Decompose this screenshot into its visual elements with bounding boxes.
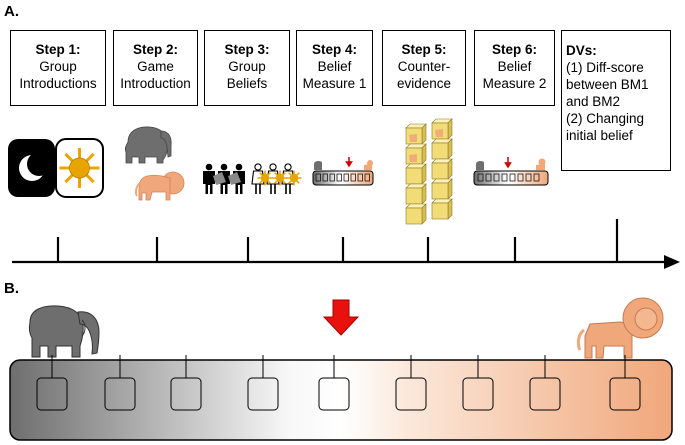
step-5-box: Step 5: Counter- evidence xyxy=(382,30,466,106)
dvs-line-5: initial belief xyxy=(566,128,633,143)
timeline xyxy=(12,219,668,264)
step-2-line-1: Game xyxy=(137,59,174,74)
moon-icon xyxy=(8,139,55,197)
counter-evidence-blocks xyxy=(405,118,453,225)
lion-icon xyxy=(576,297,664,359)
step-3-box: Step 3: Group Beliefs xyxy=(204,30,290,106)
step-4-box: Step 4: Belief Measure 1 xyxy=(296,30,373,106)
step-5-title: Step 5: xyxy=(401,42,447,57)
red-down-arrow-icon xyxy=(322,299,360,336)
sun-icon xyxy=(55,138,104,198)
lion-icon xyxy=(135,171,185,201)
belief-measure-2-scale xyxy=(473,157,549,186)
step-2-box: Step 2: Game Introduction xyxy=(113,30,198,106)
dvs-title: DVs: xyxy=(566,43,597,58)
step-3-title: Step 3: xyxy=(224,42,270,57)
step-4-line-2: Measure 1 xyxy=(302,76,367,91)
step-6-line-2: Measure 2 xyxy=(482,76,547,91)
step-1-box: Step 1: Group Introductions xyxy=(10,30,106,106)
dvs-line-4: (2) Changing xyxy=(566,111,645,126)
step-1-line-1: Group xyxy=(39,59,77,74)
step-5-line-2: evidence xyxy=(396,76,452,91)
dvs-line-1: (1) Diff-score xyxy=(566,60,644,75)
belief-scale-bar xyxy=(9,359,673,441)
belief-measure-1-scale xyxy=(312,157,374,186)
step-1-title: Step 1: xyxy=(35,42,81,57)
timeline-arrowhead xyxy=(664,255,680,269)
step-2-line-2: Introduction xyxy=(120,76,191,91)
step-6-title: Step 6: xyxy=(491,42,537,57)
step-1-line-2: Introductions xyxy=(19,76,97,91)
elephant-icon xyxy=(124,126,172,164)
panel-a-label: A. xyxy=(4,3,19,20)
step-3-line-1: Group xyxy=(228,59,266,74)
step-3-line-2: Beliefs xyxy=(226,76,268,91)
group-beliefs-icon xyxy=(203,163,303,195)
step-4-line-1: Belief xyxy=(317,59,352,74)
belief-scale-slots xyxy=(36,355,641,411)
step-4-title: Step 4: xyxy=(311,42,357,57)
elephant-icon xyxy=(28,305,100,358)
dvs-box: DVs: (1) Diff-score between BM1 and BM2 … xyxy=(561,30,671,171)
step-5-line-1: Counter- xyxy=(397,59,451,74)
dvs-line-3: and BM2 xyxy=(566,94,621,109)
step-6-box: Step 6: Belief Measure 2 xyxy=(474,30,555,106)
step-2-title: Step 2: xyxy=(132,42,178,57)
dvs-line-2: between BM1 xyxy=(566,77,649,92)
panel-b-label: B. xyxy=(4,280,19,297)
step-6-line-1: Belief xyxy=(497,59,532,74)
